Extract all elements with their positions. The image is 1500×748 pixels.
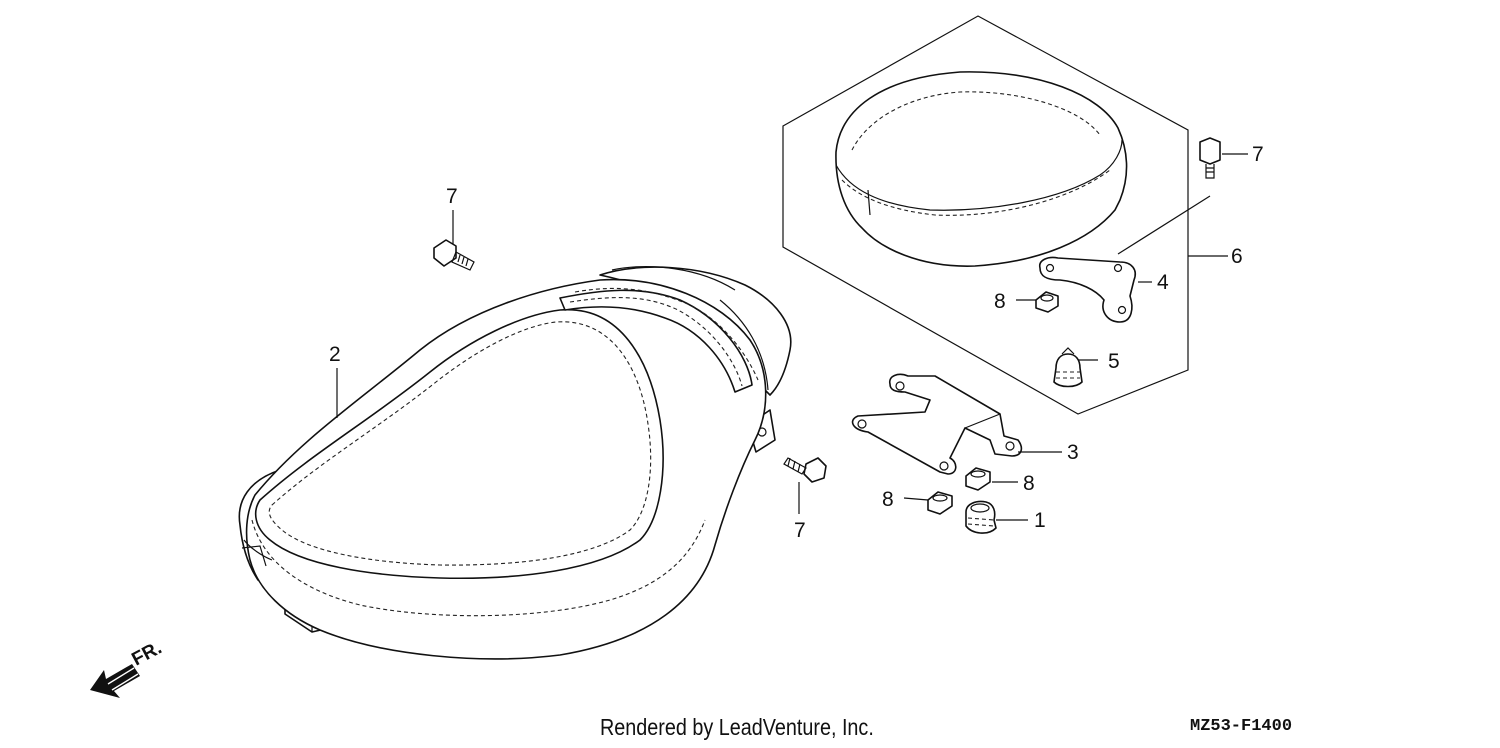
rubber-cushion-5[interactable]: [1053, 347, 1083, 388]
bolt-left[interactable]: [433, 239, 475, 271]
callout-3: 3: [1067, 441, 1079, 464]
callout-1: 1: [1034, 509, 1046, 532]
seat-bracket[interactable]: [851, 373, 1023, 475]
diagram-code: MZ53-F1400: [1190, 717, 1293, 736]
callout-6: 6: [1231, 245, 1243, 268]
callout-8-lower: 8: [882, 488, 894, 511]
callout-7-middle: 7: [794, 519, 806, 542]
callout-7-left: 7: [446, 185, 458, 208]
front-direction-arrow-icon: [90, 664, 140, 698]
callout-7-right: 7: [1252, 143, 1264, 166]
callout-5: 5: [1108, 350, 1120, 373]
bolt-middle[interactable]: [783, 457, 827, 483]
pillion-bracket[interactable]: [1038, 256, 1136, 323]
callout-8-middle: 8: [1023, 472, 1035, 495]
pillion-kit-box: [782, 15, 1189, 415]
nut-middle[interactable]: [965, 467, 991, 491]
rubber-cushion-1[interactable]: [965, 500, 997, 534]
render-credit: Rendered by LeadVenture, Inc.: [600, 714, 874, 740]
bolt-right[interactable]: [1199, 137, 1221, 179]
callout-8-upper: 8: [994, 290, 1006, 313]
callout-4: 4: [1157, 271, 1169, 294]
leader-lines: [336, 153, 1248, 521]
front-direction-label: FR.: [128, 638, 165, 671]
callout-2: 2: [329, 343, 341, 366]
pillion-pad[interactable]: [835, 71, 1128, 267]
nut-upper[interactable]: [1035, 291, 1059, 313]
nut-lower[interactable]: [927, 491, 953, 515]
main-seat[interactable]: [238, 266, 792, 660]
